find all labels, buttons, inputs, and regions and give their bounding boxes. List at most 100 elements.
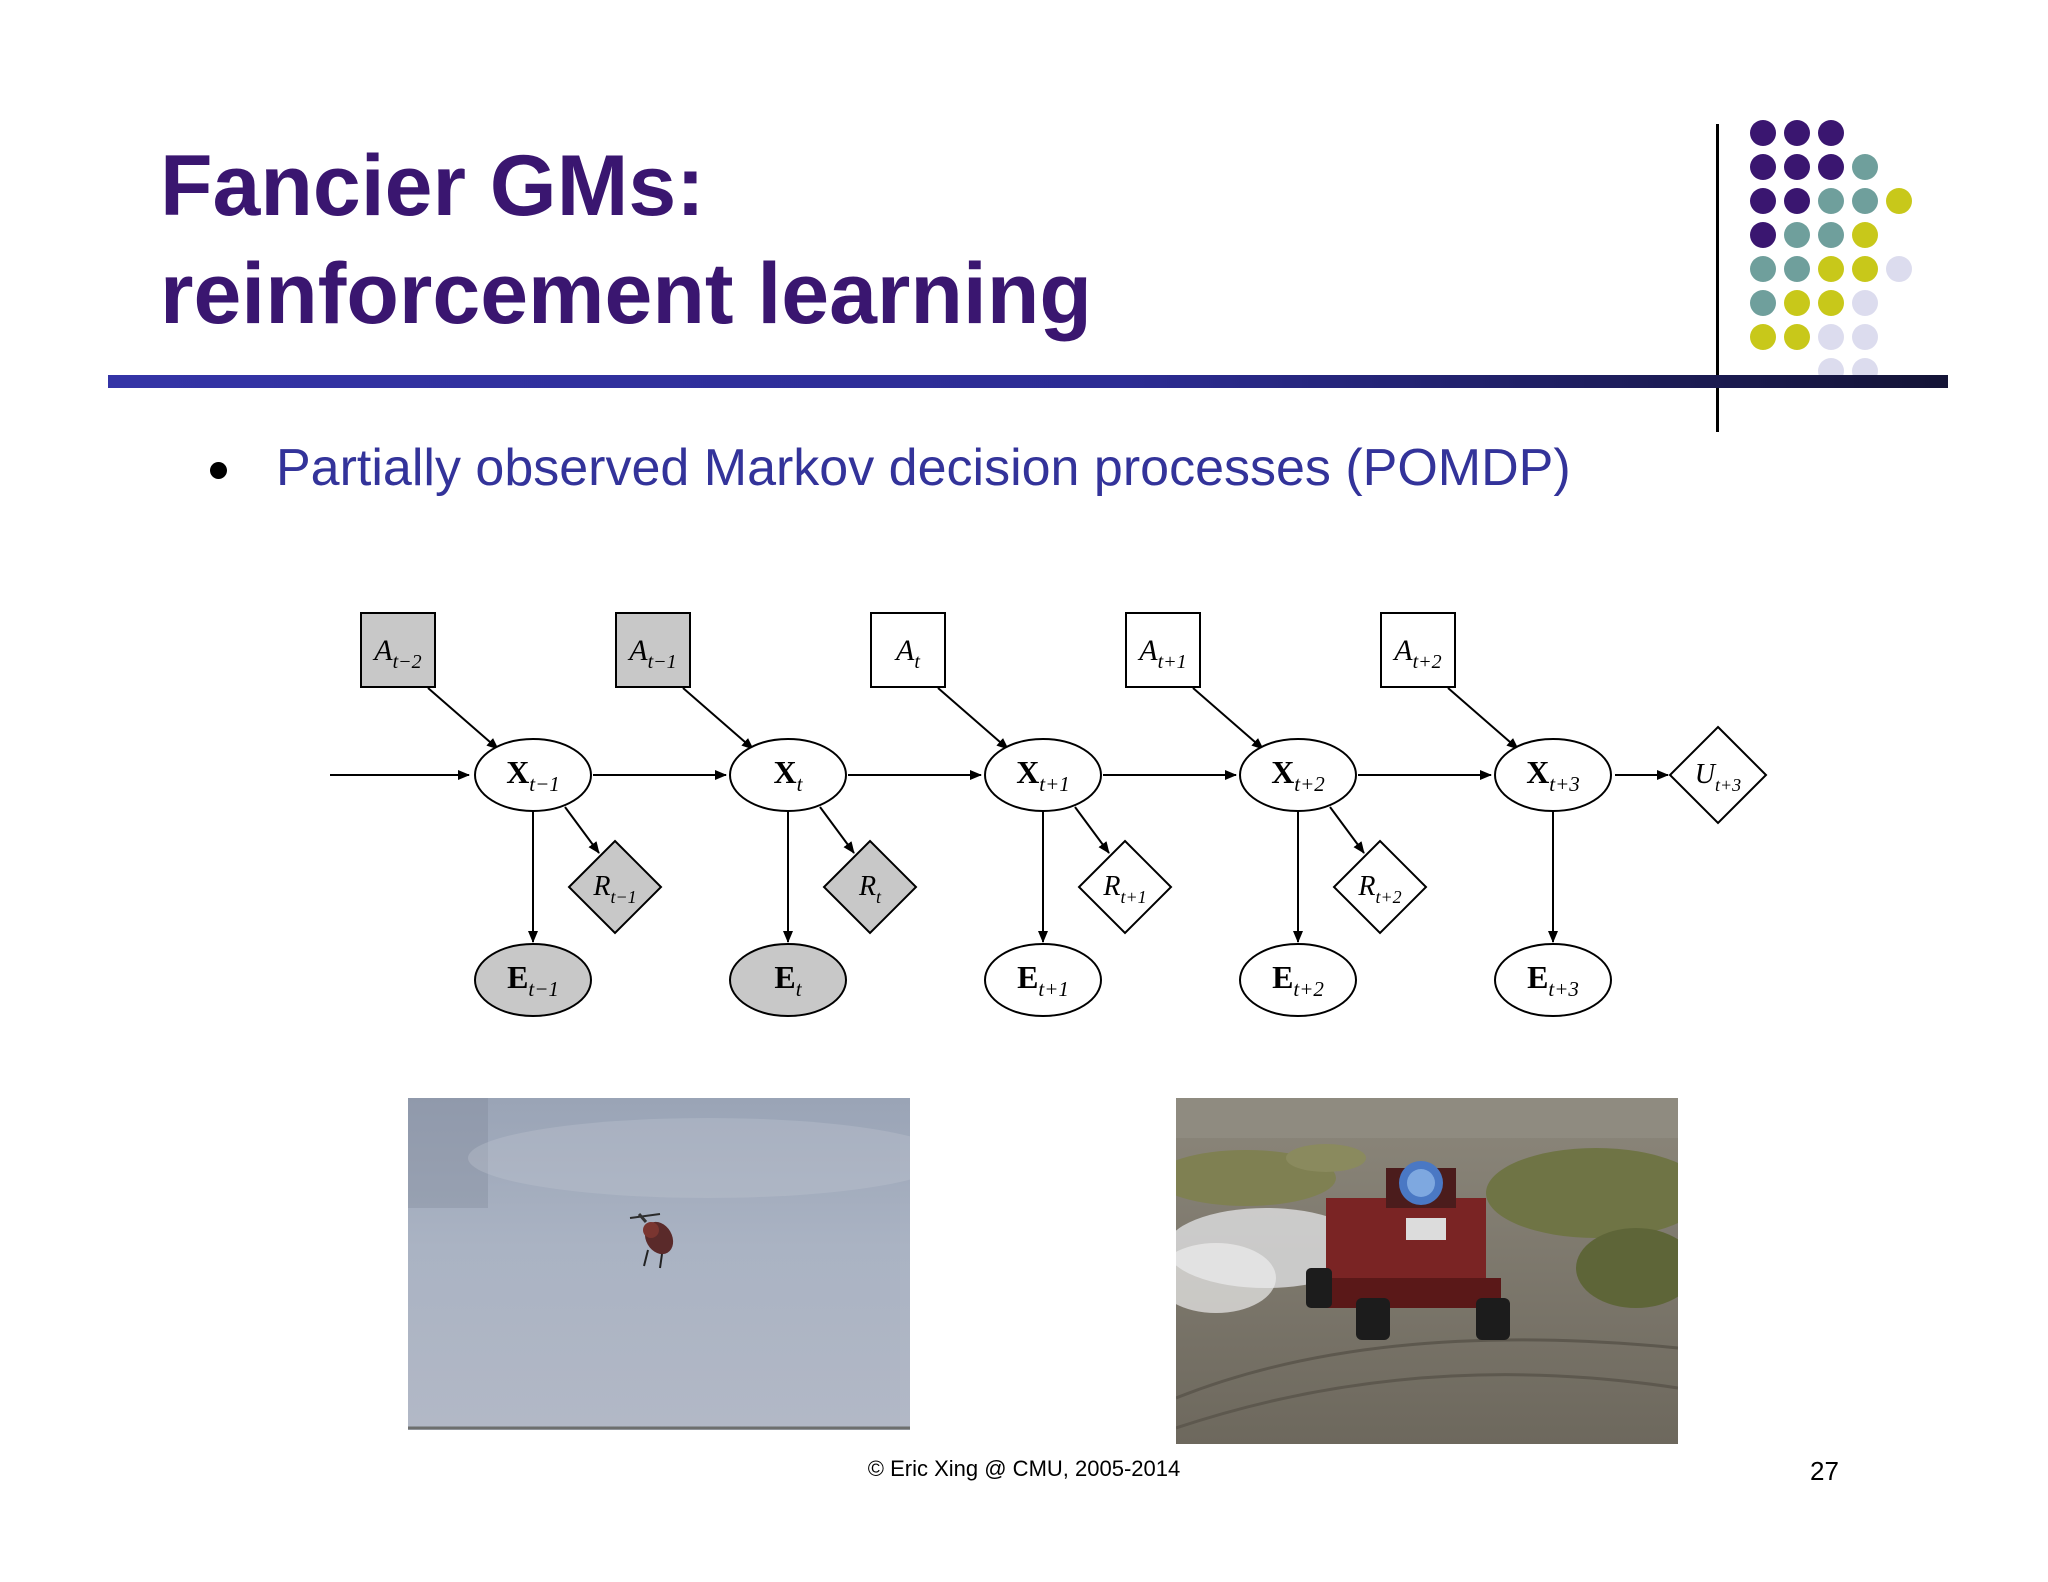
vehicle-icon — [1306, 1161, 1510, 1340]
diagram-edge — [682, 687, 754, 750]
evidence-node-ellipse — [474, 943, 592, 1017]
decorative-dot — [1886, 188, 1912, 214]
off-road-vehicle-photo — [1176, 1098, 1678, 1444]
evidence-node: Et+3 — [1494, 943, 1612, 1017]
decorative-dot — [1750, 222, 1776, 248]
action-node-label: At+1 — [1137, 634, 1186, 673]
action-node-label: At−2 — [372, 634, 421, 673]
evidence-node-label: Et−1 — [507, 959, 559, 1001]
decorative-dot — [1784, 324, 1810, 350]
slide-footer: © Eric Xing @ CMU, 2005-2014 — [867, 1456, 1181, 1481]
action-node: At+2 — [1380, 612, 1456, 688]
helicopter-icon — [629, 1213, 674, 1269]
action-node: At−2 — [360, 612, 436, 688]
decorative-dot — [1784, 120, 1810, 146]
decorative-dot — [1818, 222, 1844, 248]
action-node-box — [1380, 612, 1456, 688]
evidence-node-label: Et+1 — [1017, 959, 1069, 1001]
decorative-dot — [1818, 120, 1844, 146]
action-node: At+1 — [1125, 612, 1201, 688]
utility-node-label: Ut+3 — [1695, 759, 1741, 795]
title-line-1: Fancier GMs: — [160, 138, 705, 234]
evidence-node-label: Et+2 — [1272, 959, 1324, 1001]
state-node-label: Xt+2 — [1271, 754, 1325, 796]
state-node: Xt+1 — [984, 738, 1102, 812]
decorative-dot — [1852, 290, 1878, 316]
action-node-box — [870, 612, 946, 688]
decorative-dot — [1818, 154, 1844, 180]
state-node-ellipse — [1239, 738, 1357, 812]
decorative-dot — [1818, 358, 1844, 380]
action-node-box — [615, 612, 691, 688]
title-underline-rule — [108, 375, 1948, 388]
reward-node-diamond — [1077, 839, 1173, 935]
decorative-dot — [1750, 120, 1776, 146]
decorative-dot — [1750, 256, 1776, 282]
decorative-dot — [1818, 188, 1844, 214]
decorative-dot — [1852, 222, 1878, 248]
state-node: Xt−1 — [474, 738, 592, 812]
decorative-dot — [1818, 290, 1844, 316]
diagram-edge — [1447, 687, 1519, 750]
action-node-label: At−1 — [627, 634, 676, 673]
state-node-ellipse — [729, 738, 847, 812]
decorative-dot — [1852, 358, 1878, 380]
action-node: At — [870, 612, 946, 688]
evidence-node: Et−1 — [474, 943, 592, 1017]
decorative-dot — [1784, 290, 1810, 316]
reward-node-diamond — [1332, 839, 1428, 935]
diagram-edge — [564, 806, 600, 854]
utility-node: Ut+3 — [1668, 725, 1768, 825]
evidence-node-label: Et+3 — [1527, 959, 1579, 1001]
diagram-edge — [1074, 806, 1110, 854]
state-node: Xt+3 — [1494, 738, 1612, 812]
reward-node: Rt+1 — [1077, 839, 1173, 935]
reward-node: Rt+2 — [1332, 839, 1428, 935]
decorative-dot — [1750, 154, 1776, 180]
diagram-edge — [819, 806, 855, 854]
state-node-label: Xt+1 — [1016, 754, 1070, 796]
title-line-2: reinforcement learning — [160, 246, 1092, 342]
evidence-node-ellipse — [1494, 943, 1612, 1017]
reward-node-diamond — [822, 839, 918, 935]
state-node-ellipse — [474, 738, 592, 812]
decorative-dot-grid — [1750, 120, 1950, 380]
evidence-node-ellipse — [984, 943, 1102, 1017]
evidence-node: Et+1 — [984, 943, 1102, 1017]
reward-node-label: Rt+2 — [1357, 871, 1401, 907]
state-node-ellipse — [1494, 738, 1612, 812]
state-node: Xt — [729, 738, 847, 812]
reward-node-label: Rt — [858, 871, 882, 907]
diagram-edge — [1329, 806, 1365, 854]
decorative-dot — [1750, 188, 1776, 214]
evidence-node: Et+2 — [1239, 943, 1357, 1017]
decorative-dot — [1784, 154, 1810, 180]
decorative-dot — [1784, 188, 1810, 214]
state-node: Xt+2 — [1239, 738, 1357, 812]
action-node-box — [1125, 612, 1201, 688]
action-node-box — [360, 612, 436, 688]
decorative-dot — [1818, 256, 1844, 282]
state-node-label: Xt−1 — [506, 754, 560, 796]
bullet-marker — [210, 462, 227, 479]
reward-node: Rt−1 — [567, 839, 663, 935]
diagram-edge — [427, 687, 499, 750]
evidence-node-ellipse — [729, 943, 847, 1017]
state-node-ellipse — [984, 738, 1102, 812]
slide-title: Fancier GMs: reinforcement learning — [160, 132, 1092, 348]
utility-node-diamond — [1668, 725, 1768, 825]
state-node-label: Xt — [774, 754, 804, 796]
decorative-dot — [1886, 256, 1912, 282]
decorative-dot — [1852, 256, 1878, 282]
decorative-dot — [1852, 188, 1878, 214]
decorative-dot — [1852, 324, 1878, 350]
evidence-node-label: Et — [774, 959, 802, 1001]
reward-node-label: Rt−1 — [592, 871, 636, 907]
reward-node: Rt — [822, 839, 918, 935]
decorative-dot — [1750, 324, 1776, 350]
decorative-dot — [1784, 222, 1810, 248]
decorative-dot — [1784, 256, 1810, 282]
decorative-dot — [1750, 290, 1776, 316]
action-node-label: At — [894, 634, 920, 673]
decorative-dot — [1818, 324, 1844, 350]
